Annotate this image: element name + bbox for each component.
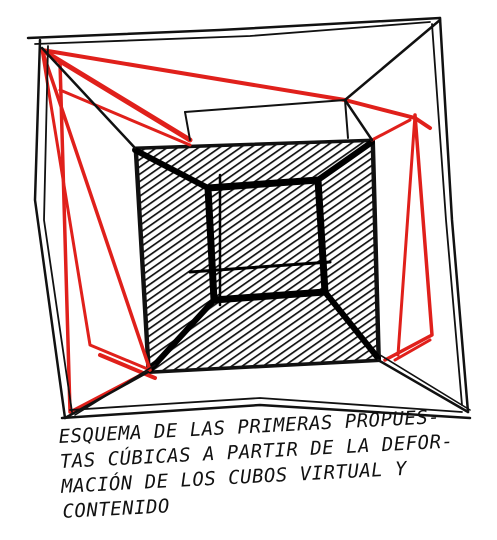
innermost-square <box>132 139 381 373</box>
inner-hatched-box <box>133 138 382 375</box>
black-outer-frame <box>26 16 472 420</box>
